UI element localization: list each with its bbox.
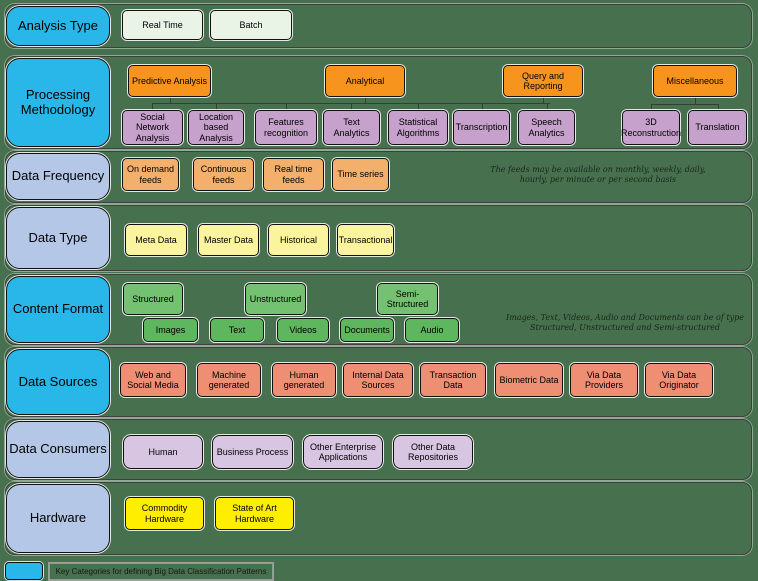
node-real-time-feeds: Real time feeds: [263, 158, 324, 191]
node-documents: Documents: [340, 318, 394, 342]
node-transactional: Transactional: [337, 224, 394, 256]
node-semi-structured: Semi-Structured: [377, 283, 438, 315]
node-query-and-reporting: Query and Reporting: [503, 65, 583, 97]
node-features-recognition: Features recognition: [255, 110, 317, 145]
band-data-sources: [5, 347, 752, 417]
row-header-data-consumers: Data Consumers: [6, 421, 110, 478]
node-human: Human: [123, 435, 203, 469]
node-on-demand-feeds: On demand feeds: [122, 158, 179, 191]
node-meta-data: Meta Data: [125, 224, 187, 256]
connector-drop-statistical: [418, 103, 419, 110]
node-continuous-feeds: Continuous feeds: [193, 158, 254, 191]
node-3d-reconstruction: 3D Reconstruction: [621, 110, 681, 145]
connector-drop-speech: [547, 103, 548, 110]
node-social-network-analysis: Social Network Analysis: [122, 110, 183, 145]
connector-drop-features: [286, 103, 287, 110]
row-header-data-type: Data Type: [6, 207, 110, 269]
node-web-and-social-media: Web and Social Media: [120, 363, 186, 397]
connector-predictive-stub: [170, 97, 171, 103]
node-via-data-providers: Via Data Providers: [570, 363, 638, 397]
node-other-data-repositories: Other Data Repositories: [393, 435, 473, 469]
node-other-enterprise-applications: Other Enterprise Applications: [303, 435, 383, 469]
node-translation: Translation: [688, 110, 747, 145]
node-internal-data-sources: Internal Data Sources: [343, 363, 413, 397]
node-batch: Batch: [210, 10, 292, 40]
node-analytical: Analytical: [325, 65, 405, 97]
node-images: Images: [143, 318, 198, 342]
node-structured: Structured: [123, 283, 183, 315]
node-text-analytics: Text Analytics: [323, 110, 380, 145]
connector-analytical-stub: [365, 97, 366, 103]
band-data-type: [5, 205, 752, 271]
node-commodity-hardware: Commodity Hardware: [125, 497, 204, 530]
node-state-of-art-hardware: State of Art Hardware: [215, 497, 294, 530]
node-videos: Videos: [277, 318, 329, 342]
node-via-data-originator: Via Data Originator: [645, 363, 713, 397]
row-header-hardware: Hardware: [6, 484, 110, 553]
band-analysis-type: [5, 4, 752, 48]
connector-query-stub: [543, 97, 544, 103]
node-machine-generated: Machine generated: [197, 363, 261, 397]
data-frequency-note: The feeds may be available on monthly, w…: [490, 165, 706, 185]
node-real-time: Real Time: [122, 10, 203, 40]
node-historical: Historical: [268, 224, 329, 256]
band-content-format: [5, 274, 752, 345]
connector-drop-text: [351, 103, 352, 110]
band-hardware: [5, 482, 752, 555]
content-format-note: Images, Text, Videos, Audio and Document…: [506, 313, 744, 333]
node-time-series: Time series: [332, 158, 389, 191]
row-header-content-format: Content Format: [6, 276, 110, 343]
connector-drop-translation: [718, 104, 719, 110]
row-header-data-frequency: Data Frequency: [6, 153, 110, 200]
connector-misc-stub: [695, 97, 696, 105]
node-biometric-data: Biometric Data: [495, 363, 563, 397]
node-unstructured: Unstructured: [245, 283, 306, 315]
node-location-based-analysis: Location based Analysis: [188, 110, 244, 145]
node-predictive-analysis: Predictive Analysis: [128, 65, 211, 97]
row-header-analysis-type: Analysis Type: [6, 6, 110, 46]
node-text: Text: [210, 318, 264, 342]
connector-drop-transcription: [482, 103, 483, 110]
row-header-data-sources: Data Sources: [6, 349, 110, 415]
connector-drop-location: [216, 103, 217, 110]
row-header-processing-methodology: Processing Methodology: [6, 58, 110, 147]
connector-drop-social: [152, 103, 153, 110]
node-audio: Audio: [405, 318, 459, 342]
legend-key-category-swatch: [5, 562, 43, 580]
node-speech-analytics: Speech Analytics: [518, 110, 575, 145]
node-human-generated: Human generated: [272, 363, 336, 397]
node-miscellaneous: Miscellaneous: [653, 65, 737, 97]
node-statistical-algorithms: Statistical Algorithms: [388, 110, 448, 145]
node-transcription: Transcription: [453, 110, 510, 145]
connector-misc-bus: [651, 104, 718, 105]
node-business-process: Business Process: [212, 435, 293, 469]
band-data-frequency: [5, 151, 752, 203]
node-transaction-data: Transaction Data: [420, 363, 486, 397]
legend-label: Key Categories for defining Big Data Cla…: [48, 562, 274, 581]
band-processing-methodology: [5, 56, 752, 149]
node-master-data: Master Data: [198, 224, 259, 256]
connector-drop-3d: [651, 104, 652, 110]
band-data-consumers: [5, 419, 752, 480]
